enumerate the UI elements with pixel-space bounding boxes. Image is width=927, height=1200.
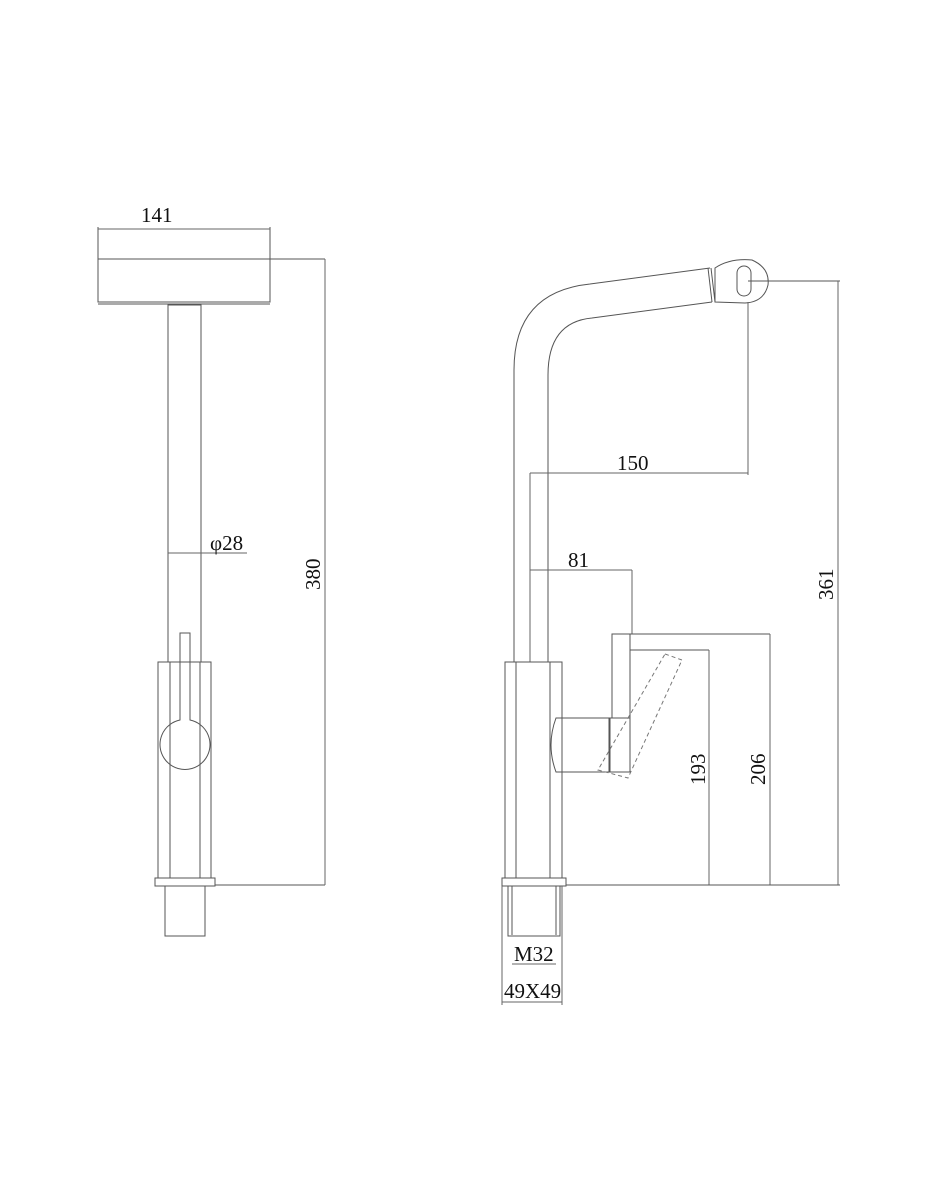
side-handle-lever [611, 633, 631, 719]
front-thread [164, 885, 206, 937]
handle-alt-position [597, 653, 683, 779]
front-diameter-label: φ28 [210, 531, 243, 555]
handle-height-label: 206 [746, 754, 770, 786]
side-handle-base [550, 717, 611, 773]
front-view: 141 φ28 380 [97, 203, 326, 937]
front-body [157, 661, 212, 879]
spout-outer [513, 267, 711, 662]
front-width-label: 141 [141, 203, 173, 227]
side-height-label: 361 [814, 569, 838, 601]
spout-inner [547, 301, 713, 662]
side-handle-ring [608, 717, 631, 773]
side-view: 150 81 361 206 193 M32 49X49 [501, 259, 840, 1005]
front-stem [167, 304, 202, 663]
thread-label: M32 [514, 942, 554, 966]
side-flange [501, 877, 567, 887]
front-spout-head [97, 258, 271, 303]
base-label: 49X49 [504, 979, 561, 1003]
handle-offset-label: 81 [568, 548, 589, 572]
front-flange [154, 877, 216, 887]
front-height-label: 380 [301, 559, 325, 591]
front-handle [159, 632, 211, 770]
handle-low-label: 193 [686, 754, 710, 786]
spray-head [714, 259, 769, 304]
side-thread [507, 885, 561, 937]
reach-label: 150 [617, 451, 649, 475]
side-body [504, 661, 563, 879]
